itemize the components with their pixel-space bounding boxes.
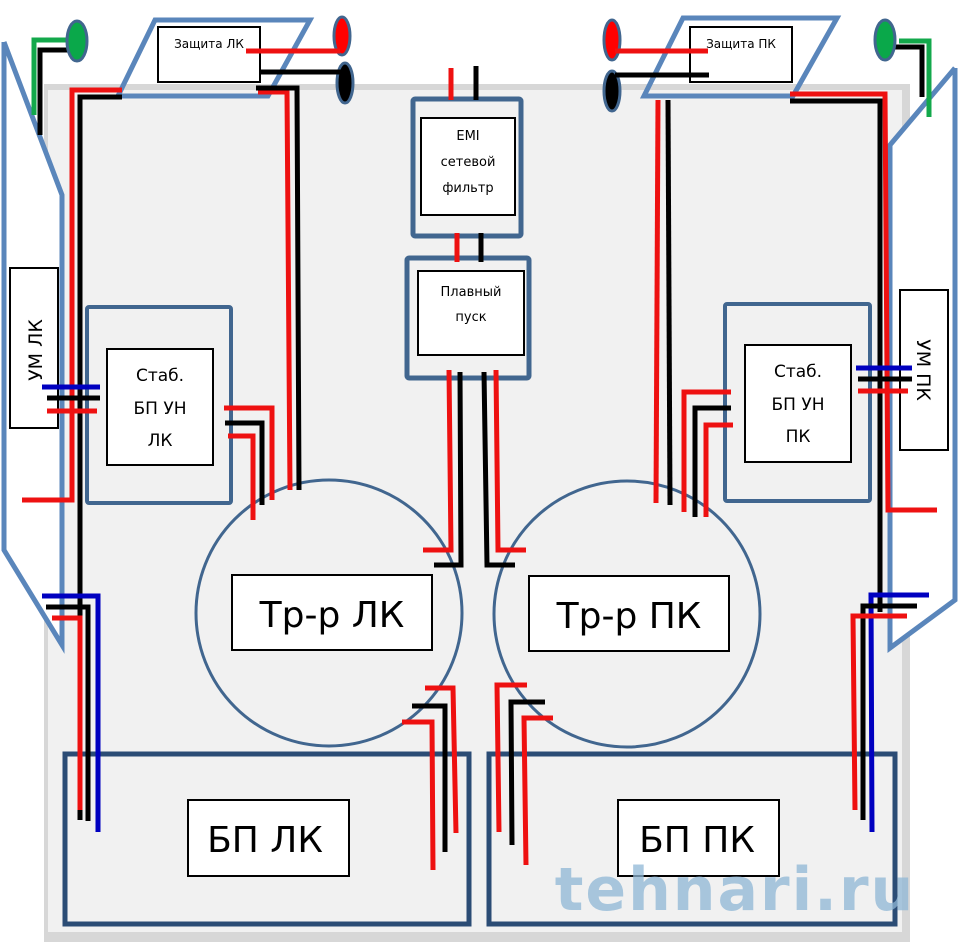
watermark: tehnari.ru (555, 855, 916, 925)
preamp-psu-left-line3: ЛК (148, 431, 173, 451)
wire-red-left-main (22, 87, 122, 503)
protection-left-box (157, 26, 261, 83)
transformer-right-box (528, 575, 730, 652)
right-speaker-minus-terminal (602, 69, 622, 113)
preamp-psu-left-frame (85, 305, 233, 505)
wire-black-left-main (77, 94, 122, 820)
psu-right-label: БП ПК (639, 820, 755, 861)
amp-left-box (9, 267, 59, 429)
emi-label-line2: сетевой (441, 155, 496, 170)
protection-right-label: Защита ПК (706, 37, 776, 51)
preamp-psu-right-line2: БП УН (772, 395, 825, 415)
psu-left-box (187, 799, 350, 877)
soft-start-frame (404, 255, 532, 381)
preamp-psu-left-line1: Стаб. (136, 366, 184, 386)
preamp-psu-left-line2: БП УН (134, 399, 187, 419)
preamp-psu-right-line1: Стаб. (774, 362, 822, 382)
emi-filter-frame (410, 96, 524, 239)
wire-black-left-protection (256, 85, 302, 491)
amp-right-label: УМ ПК (912, 339, 934, 401)
preamp-psu-right-box (744, 344, 852, 463)
psu-left-frame (62, 751, 472, 927)
psu-right-box (617, 799, 780, 877)
transformer-left-core (194, 478, 464, 748)
soft-start-line1: Плавный (441, 285, 502, 300)
amp-left-label: УМ ЛК (25, 319, 47, 381)
left-speaker-minus-terminal (335, 61, 355, 105)
emi-label-line3: фильтр (442, 181, 493, 196)
emi-filter-box (420, 117, 516, 216)
wire-green-left-ground (31, 37, 68, 115)
transformer-right-core (492, 479, 762, 749)
right-speaker-plus-terminal (602, 18, 622, 62)
protection-left-label: Защита ЛК (174, 37, 244, 51)
emi-label-line1: EMI (456, 129, 479, 144)
psu-right-frame (486, 751, 898, 927)
soft-start-box (417, 270, 525, 356)
transformer-right-label: Тр-р ПК (556, 596, 702, 637)
preamp-psu-right-frame (723, 302, 872, 503)
transformer-left-box (231, 574, 433, 651)
preamp-psu-left-box (106, 348, 214, 466)
psu-left-label: БП ЛК (207, 820, 323, 861)
soft-start-line2: пуск (455, 310, 486, 325)
transformer-left-label: Тр-р ЛК (259, 595, 405, 636)
left-protection-frame (114, 17, 315, 99)
right-ground-terminal (873, 18, 897, 62)
wire-red-left-protection (258, 89, 293, 491)
amplifier-case (48, 90, 902, 932)
preamp-psu-right-line3: ПК (786, 427, 811, 447)
wire-black-left-ground (37, 47, 68, 135)
left-ground-terminal (65, 19, 89, 63)
left-speaker-plus-terminal (332, 15, 352, 57)
